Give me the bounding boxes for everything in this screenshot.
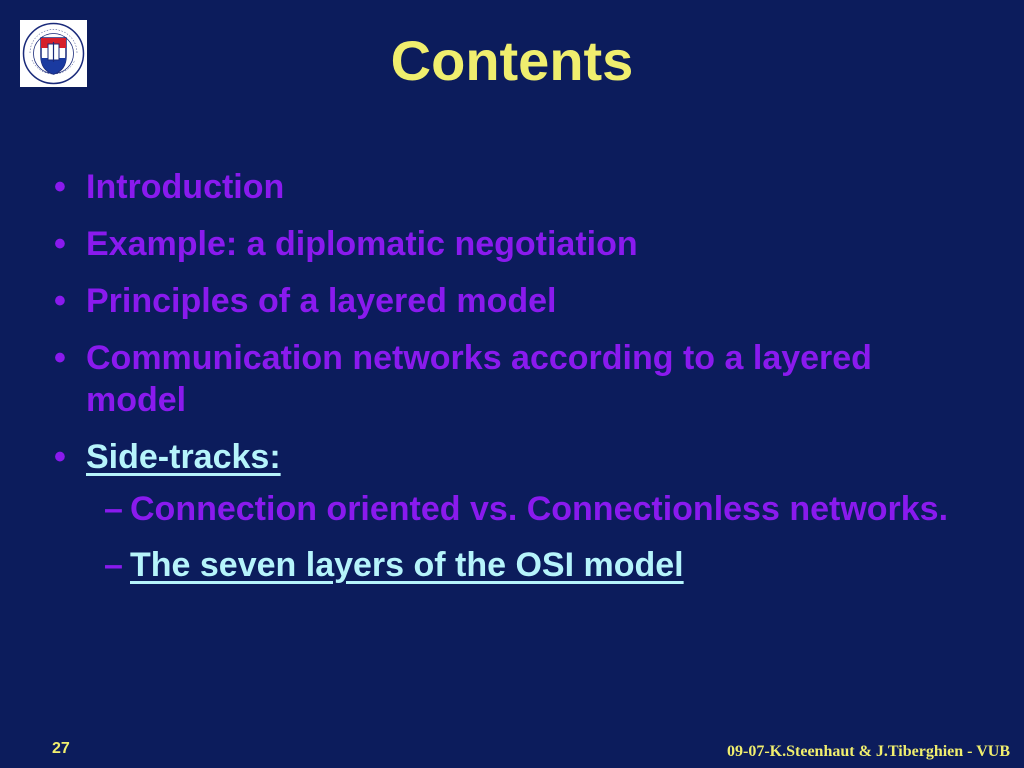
bullet-marker: •	[54, 438, 66, 476]
bullet-marker: •	[54, 282, 66, 320]
footer-credit: 09-07-K.Steenhaut & J.Tiberghien - VUB	[727, 743, 1010, 760]
list-item-communication-networks: • Communication networks according to a …	[52, 337, 952, 421]
list-item-label: Principles of a layered model	[86, 282, 557, 320]
side-tracks-link[interactable]: Side-tracks:	[86, 438, 281, 476]
slide-title: Contents	[390, 29, 634, 92]
list-item-example: • Example: a diplomatic negotiation	[52, 223, 952, 265]
sub-item-osi-layers: – The seven layers of the OSI model	[104, 544, 952, 586]
bullet-marker: •	[54, 168, 66, 206]
list-item-introduction: • Introduction	[52, 166, 952, 208]
list-item-label: Example: a diplomatic negotiation	[86, 225, 638, 263]
university-seal-logo	[20, 20, 87, 87]
osi-layers-link[interactable]: The seven layers of the OSI model	[130, 546, 684, 584]
sub-item-connection-oriented: – Connection oriented vs. Connectionless…	[104, 488, 952, 530]
list-item-side-tracks: • Side-tracks:	[52, 436, 952, 478]
page-number: 27	[52, 740, 70, 757]
dash-marker: –	[104, 546, 123, 584]
bullet-marker: •	[54, 339, 66, 377]
list-item-label: Communication networks according to a la…	[86, 339, 872, 419]
list-item-principles: • Principles of a layered model	[52, 280, 952, 322]
list-item-label: Introduction	[86, 168, 285, 206]
dash-marker: –	[104, 490, 123, 528]
contents-list: • Introduction • Example: a diplomatic n…	[52, 166, 952, 600]
seal-icon	[22, 22, 85, 85]
sub-item-label: Connection oriented vs. Connectionless n…	[130, 490, 949, 528]
bullet-marker: •	[54, 225, 66, 263]
